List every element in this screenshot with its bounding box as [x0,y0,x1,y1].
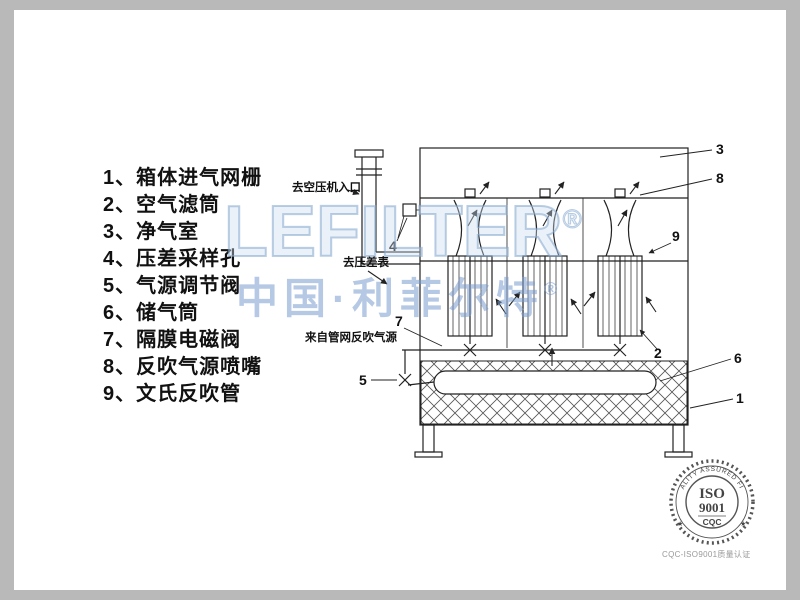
filter-unit-2 [522,188,568,357]
parts-legend: 1、箱体进气网栅 2、空气滤筒 3、净气室 4、压差采样孔 5、气源调节阀 6、… [103,165,262,408]
pressure-sampling-tap [397,203,420,239]
seal-9001-text: 9001 [699,500,725,515]
legend-item-2: 2、空气滤筒 [103,194,221,216]
callout-7: 7 [395,313,403,329]
callout-5: 5 [359,372,367,388]
seal-star-right: ★ [740,520,746,528]
support-legs [414,424,693,458]
legend-item-1: 1、箱体进气网栅 [103,167,263,189]
legend-item-4: 4、压差采样孔 [103,248,242,270]
filter-unit-1 [447,188,493,357]
callout-9: 9 [672,228,680,244]
callout-2: 2 [654,345,662,361]
legend-item-6: 6、储气筒 [103,302,200,324]
backblow-piping [398,349,620,387]
legend-item-8: 8、反吹气源喷嘴 [103,356,263,378]
airflow-arrows [347,181,657,366]
callout-leaders [371,149,734,409]
legend-item-5: 5、气源调节阀 [103,275,242,297]
legend-item-9: 9、文氏反吹管 [103,383,242,405]
legend-item-7: 7、隔膜电磁阀 [103,329,242,351]
label-backblow-source: 来自管网反吹气源 [304,330,397,344]
seal-cqc-text: CQC [703,517,722,527]
callout-8: 8 [716,170,724,186]
compressor-inlet-pipe [354,149,420,265]
label-to-compressor: 去空压机入口 [292,180,361,194]
iso9001-seal: QUALITY ASSURED FIRM ISO 9001 CQC ★ ★ [669,459,755,545]
seal-iso-text: ISO [699,486,725,502]
seal-caption: CQC-ISO9001质量认证 [662,550,751,559]
callout-1: 1 [736,390,744,406]
callout-6: 6 [734,350,742,366]
callout-3: 3 [716,141,724,157]
legend-item-3: 3、净气室 [103,221,200,243]
callout-4: 4 [389,238,397,254]
label-to-pressure-gauge: 去压差表 [343,255,389,269]
seal-star-left: ★ [677,520,683,528]
filter-unit-3 [597,188,643,357]
air-storage-tank [433,370,657,395]
